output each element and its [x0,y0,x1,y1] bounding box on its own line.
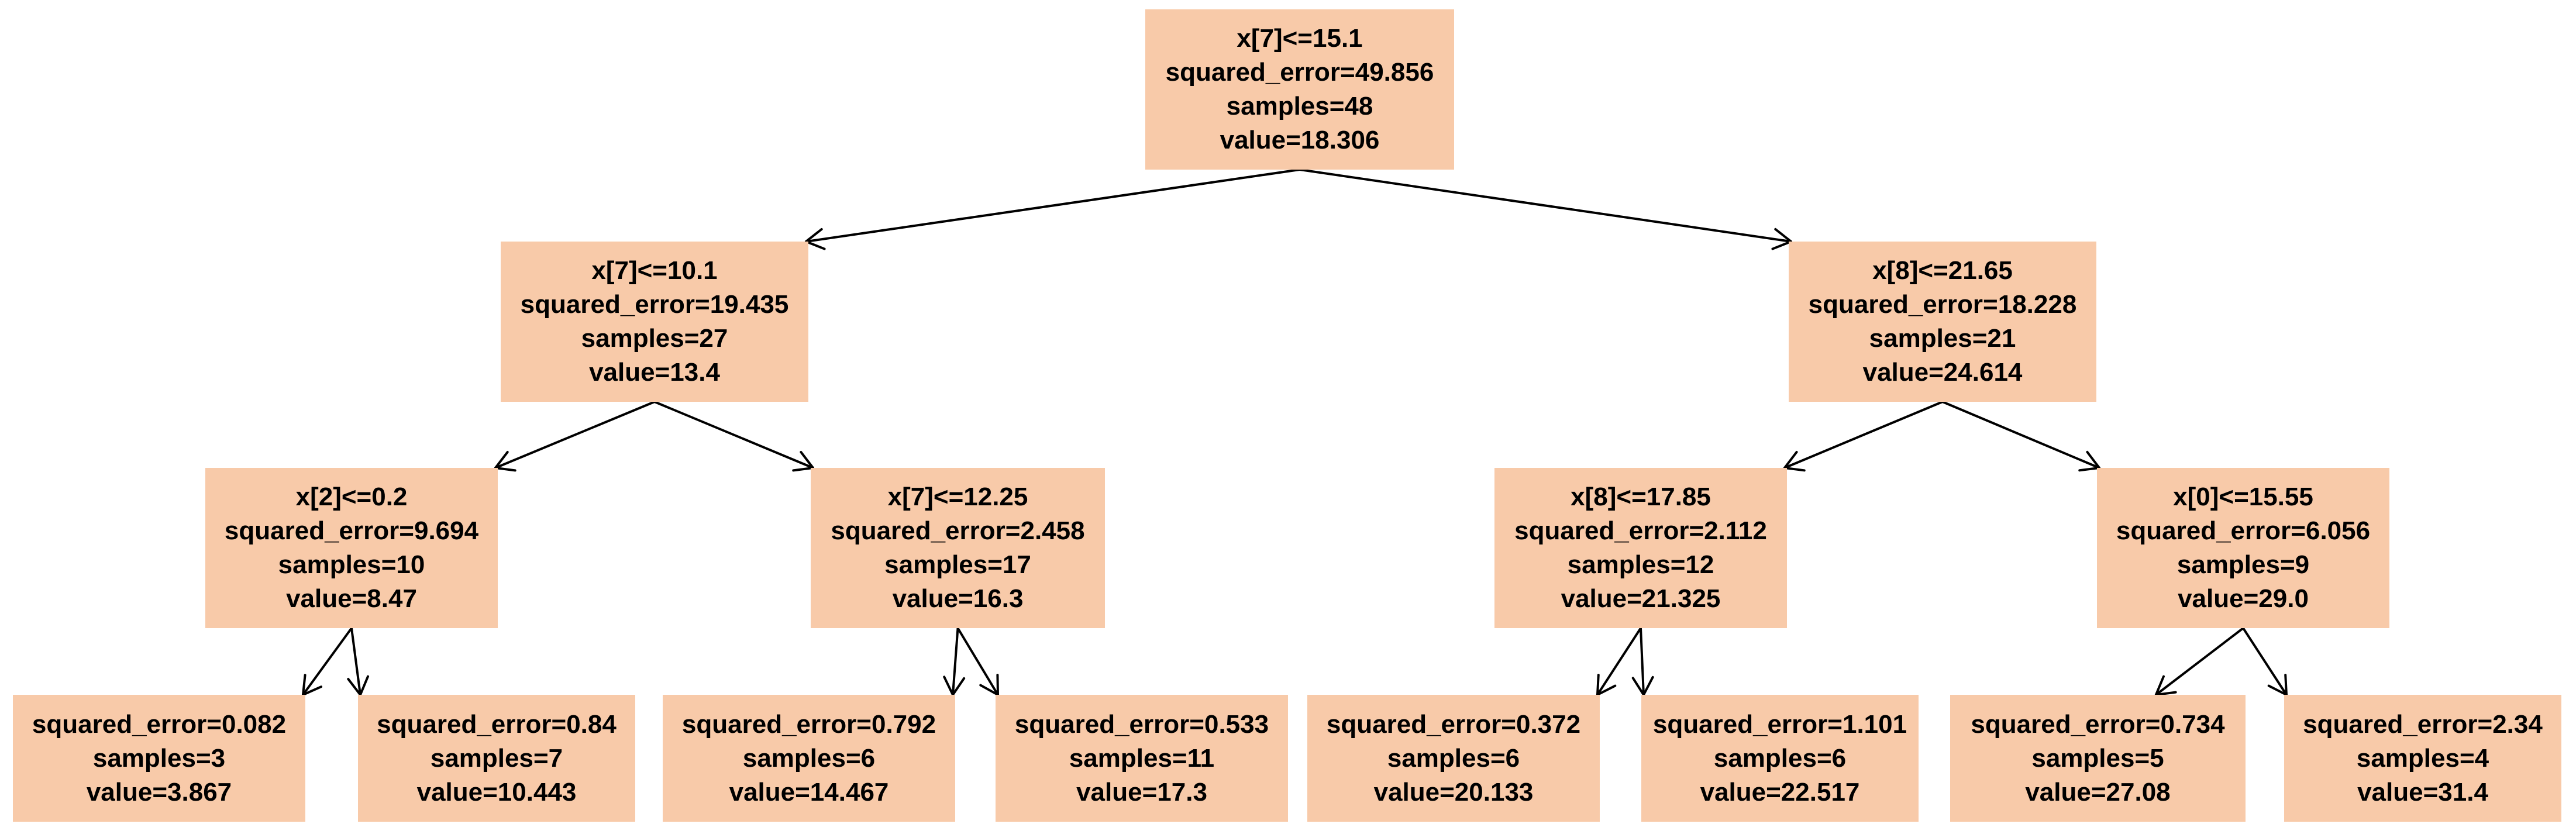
node-text-line: x[7]<=10.1 [591,256,718,285]
node-text-line: value=27.08 [2025,777,2171,807]
tree-edge-arrow [494,401,655,472]
tree-node-n6: x[0]<=15.55 squared_error=6.056 samples=9 v… [2097,468,2389,628]
node-text-line: squared_error=0.84 [377,709,617,739]
tree-edge-arrow [302,627,353,696]
tree-node-n14: squared_error=2.34 samples=4 value=31.4 [2284,695,2561,822]
node-text-line: squared_error=49.856 [1165,58,1434,87]
tree-edge-arrow [1783,401,1943,472]
node-text-line: x[8]<=17.85 [1571,483,1711,511]
tree-node-n12: squared_error=1.101 samples=6 value=22.517 [1641,695,1919,822]
node-text-line: squared_error=19.435 [520,290,789,319]
node-text-line: value=24.614 [1862,358,2023,387]
node-text-line: x[7]<=15.1 [1237,24,1363,53]
node-text-line: value=20.133 [1373,777,1534,807]
tree-edge-arrow [2154,627,2244,696]
node-text-line: value=3.867 [86,777,232,807]
node-text-line: samples=3 [92,743,226,773]
node-text-line: value=17.3 [1076,777,1207,807]
tree-edge-arrow [1631,628,1654,696]
node-text-line: samples=11 [1069,743,1215,773]
node-text-line: squared_error=1.101 [1652,709,1907,739]
node-text-line: x[2]<=0.2 [295,483,408,511]
node-text-line: samples=7 [430,743,563,773]
node-text-line: value=21.325 [1561,584,1721,613]
node-text-line: x[7]<=12.25 [887,483,1028,511]
node-text-line: samples=10 [278,550,425,579]
node-text-line: squared_error=0.734 [1971,709,2225,739]
node-text-line: value=10.443 [416,777,577,807]
tree-node-n0: x[7]<=15.1 squared_error=49.856 samples=48… [1145,9,1454,170]
node-text-line: samples=6 [742,743,876,773]
node-text-line: samples=17 [884,550,1031,579]
tree-node-n10: squared_error=0.533 samples=11 value=17.3 [996,695,1288,822]
node-text-line: value=14.467 [729,777,889,807]
node-text-line: squared_error=18.228 [1808,290,2077,319]
tree-node-n9: squared_error=0.792 samples=6 value=14.467 [663,695,955,822]
tree-edge-arrow [1596,627,1642,696]
tree-edge-arrow [654,401,814,472]
node-text-line: samples=48 [1226,92,1373,120]
tree-edge-arrow [943,628,966,696]
tree-node-n4: x[7]<=12.25 squared_error=2.458 samples=17… [811,468,1105,628]
node-text-line: value=13.4 [589,358,720,387]
tree-node-n11: squared_error=0.372 samples=6 value=20.133 [1307,695,1600,822]
node-text-line: value=18.306 [1220,126,1380,154]
node-text-line: squared_error=2.34 [2303,709,2543,739]
node-text-line: value=31.4 [2357,777,2488,807]
node-text-line: samples=21 [1869,324,2016,353]
node-text-line: samples=6 [1713,743,1847,773]
node-text-line: samples=12 [1567,550,1714,579]
node-text-line: squared_error=0.372 [1326,709,1581,739]
tree-node-n1: x[7]<=10.1 squared_error=19.435 samples=27… [501,242,808,402]
node-text-line: samples=9 [2176,550,2310,579]
node-text-line: squared_error=0.792 [681,709,936,739]
node-text-line: squared_error=6.056 [2116,516,2371,545]
tree-edge-arrow [956,627,999,696]
tree-edge-arrow [347,628,370,696]
node-text-line: samples=27 [581,324,728,353]
node-text-line: value=22.517 [1700,777,1860,807]
tree-edge-arrow [2242,627,2288,696]
node-text-line: value=16.3 [892,584,1024,613]
tree-node-n3: x[2]<=0.2 squared_error=9.694 samples=10 va… [205,468,498,628]
node-text-line: samples=5 [2031,743,2164,773]
node-text-line: x[0]<=15.55 [2173,483,2313,511]
node-text-line: squared_error=0.082 [32,709,287,739]
tree-node-n13: squared_error=0.734 samples=5 value=27.08 [1950,695,2246,822]
tree-edge-arrow [805,168,1300,250]
node-text-line: squared_error=2.458 [831,516,1085,545]
node-text-line: samples=6 [1387,743,1520,773]
tree-edge-arrow [1299,168,1792,250]
tree-node-n2: x[8]<=21.65 squared_error=18.228 samples=2… [1789,242,2096,402]
node-text-line: squared_error=9.694 [224,516,479,545]
node-text-line: value=29.0 [2178,584,2309,613]
node-text-line: x[8]<=21.65 [1872,256,2013,285]
node-text-line: squared_error=0.533 [1014,709,1269,739]
tree-node-n8: squared_error=0.84 samples=7 value=10.443 [358,695,635,822]
tree-node-n7: squared_error=0.082 samples=3 value=3.867 [13,695,305,822]
tree-edge-arrow [1942,401,2100,472]
node-text-line: samples=4 [2356,743,2489,773]
node-text-line: squared_error=2.112 [1514,516,1767,545]
node-text-line: value=8.47 [286,584,417,613]
tree-node-n5: x[8]<=17.85 squared_error=2.112 samples=12… [1494,468,1787,628]
